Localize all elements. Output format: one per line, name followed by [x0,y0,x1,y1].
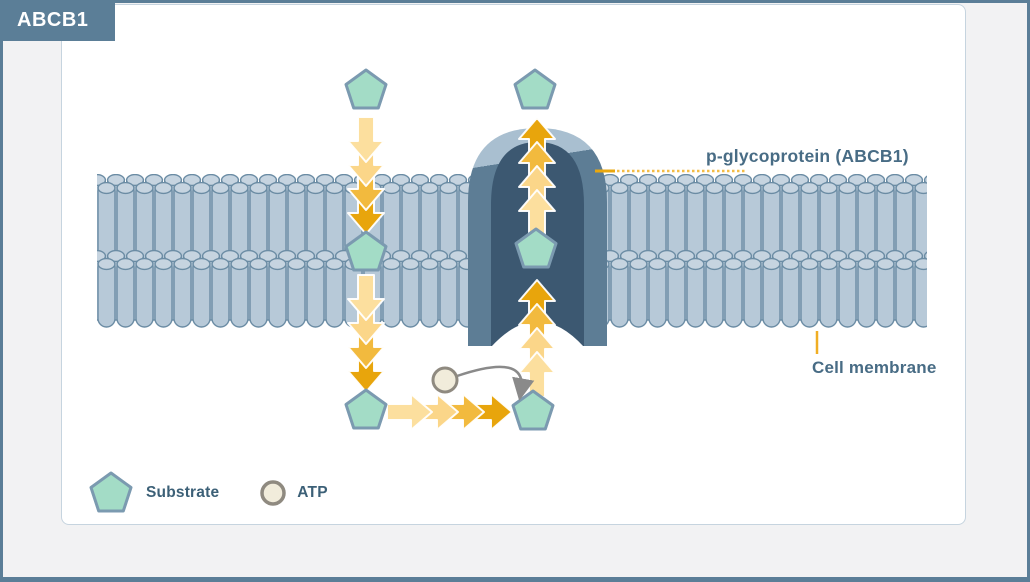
atp-binding-arrow [456,365,535,401]
substrate-icon [514,227,558,269]
legend-atp-label: ATP [297,484,328,501]
substrate-icon [344,68,388,110]
efflux-arrows [518,117,556,398]
substrate-pentagon-icon [89,471,133,513]
substrate-icon [513,68,557,110]
substrate-icon [344,230,388,272]
page-title: ABCB1 [17,9,89,31]
intracellular-arrows [386,393,513,431]
substrate-icon [511,389,555,431]
atp-icon [431,366,459,394]
title-tab: ABCB1 [3,3,115,41]
membrane-label: Cell membrane [812,358,937,377]
legend: Substrate ATP [88,470,328,516]
substrate-icon [344,388,388,430]
protein-label: p-glycoprotein (ABCB1) [706,146,909,166]
legend-substrate-label: Substrate [146,484,220,501]
influx-arrows [347,116,385,393]
atp-circle-icon [260,480,287,506]
